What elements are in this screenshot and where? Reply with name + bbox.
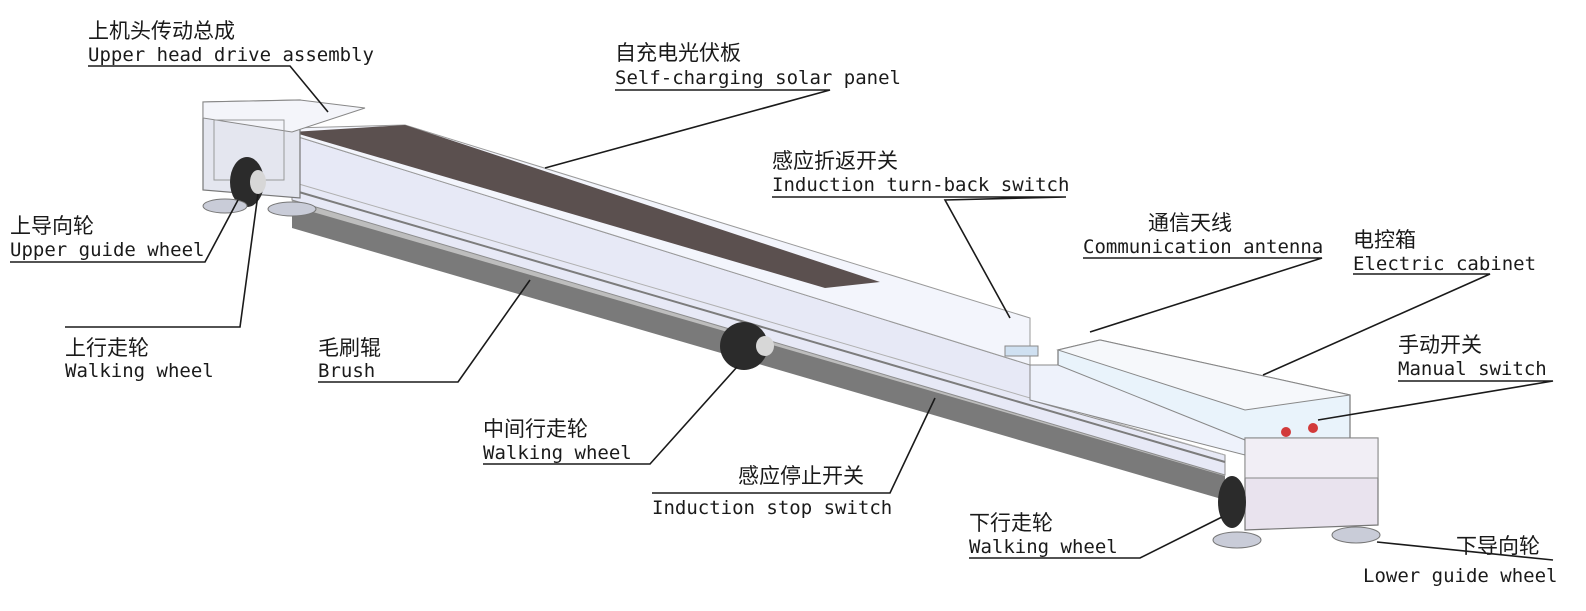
middle-walking-wheel [720, 322, 768, 370]
solar-panel [292, 125, 880, 288]
upper-walking-wheel [230, 157, 264, 207]
label-solar-panel-en: Self-charging solar panel [615, 67, 901, 89]
label-brush-zh: 毛刷辊 [318, 336, 381, 360]
label-upper-head-en: Upper head drive assembly [88, 44, 374, 66]
label-antenna-en: Communication antenna [1083, 236, 1323, 258]
callout-lines [10, 65, 1554, 561]
label-brush-en: Brush [318, 360, 375, 382]
label-cabinet-en: Electric cabinet [1353, 253, 1536, 275]
label-stop-switch-zh: 感应停止开关 [738, 464, 864, 488]
label-antenna: 通信天线 Communication antenna [1083, 211, 1323, 258]
label-stop-switch-en: Induction stop switch [652, 497, 892, 519]
label-upper-walking-wheel: 上行走轮 Walking wheel [65, 336, 214, 382]
label-cabinet: 电控箱 Electric cabinet [1353, 228, 1536, 275]
manual-switch [1281, 427, 1291, 437]
label-cabinet-zh: 电控箱 [1353, 228, 1416, 252]
label-lower-walk-zh: 下行走轮 [969, 511, 1053, 535]
label-stop-switch: 感应停止开关 Induction stop switch [652, 464, 892, 519]
label-middle-walk-en: Walking wheel [483, 442, 632, 464]
label-upper-walk-en: Walking wheel [65, 360, 214, 382]
label-solar-panel-zh: 自充电光伏板 [615, 41, 741, 65]
lower-guide-wheel [1212, 531, 1262, 549]
label-brush: 毛刷辊 Brush [318, 336, 381, 382]
label-solar-panel: 自充电光伏板 Self-charging solar panel [615, 41, 901, 89]
label-upper-walk-zh: 上行走轮 [65, 336, 149, 360]
label-lower-guide-zh: 下导向轮 [1456, 534, 1540, 558]
label-upper-guide-en: Upper guide wheel [10, 239, 204, 261]
label-lower-walking-wheel: 下行走轮 Walking wheel [969, 511, 1118, 558]
upper-guide-wheel [202, 198, 248, 214]
label-middle-walking-wheel: 中间行走轮 Walking wheel [483, 417, 632, 464]
lower-walking-wheel [1218, 476, 1246, 528]
label-lower-guide-wheel: 下导向轮 Lower guide wheel [1363, 534, 1557, 587]
main-frame [291, 134, 1226, 476]
label-upper-head-zh: 上机头传动总成 [88, 19, 235, 43]
label-manual-zh: 手动开关 [1398, 333, 1482, 357]
label-antenna-zh: 通信天线 [1148, 211, 1232, 235]
label-upper-guide-wheel: 上导向轮 Upper guide wheel [10, 214, 204, 261]
label-upper-head: 上机头传动总成 Upper head drive assembly [88, 19, 374, 66]
label-middle-walk-zh: 中间行走轮 [483, 417, 588, 441]
label-turn-back-switch: 感应折返开关 Induction turn-back switch [772, 149, 1069, 196]
label-manual-en: Manual switch [1398, 358, 1547, 380]
label-lower-guide-en: Lower guide wheel [1363, 565, 1557, 587]
label-turn-back-en: Induction turn-back switch [772, 174, 1069, 196]
label-turn-back-zh: 感应折返开关 [772, 149, 898, 173]
label-manual-switch: 手动开关 Manual switch [1398, 333, 1547, 380]
label-lower-walk-en: Walking wheel [969, 536, 1118, 558]
label-upper-guide-zh: 上导向轮 [10, 214, 94, 238]
